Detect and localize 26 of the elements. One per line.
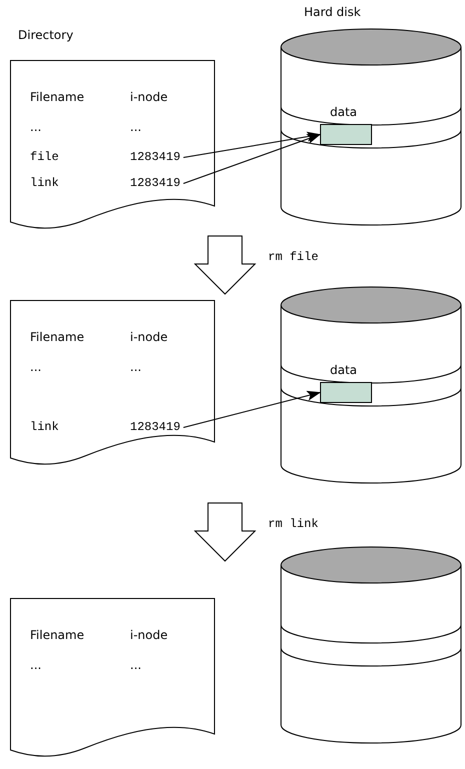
ellipsis: ...	[130, 360, 142, 375]
column-header: Filename	[30, 628, 84, 643]
inode-number: 1283419	[130, 420, 180, 435]
data-label: data	[330, 363, 358, 378]
filename: file	[30, 150, 59, 165]
filename: link	[30, 420, 59, 435]
inode-number: 1283419	[130, 176, 180, 191]
ellipsis: ...	[30, 120, 42, 135]
column-header: i-node	[130, 628, 168, 643]
heading: Hard disk	[304, 5, 361, 20]
arrow	[182, 390, 321, 428]
data-label: data	[330, 105, 358, 120]
hollow-arrow	[194, 502, 256, 562]
heading: Directory	[18, 28, 74, 43]
hollow-arrow	[194, 236, 256, 295]
column-header: i-node	[130, 90, 168, 105]
ellipsis: ...	[130, 658, 142, 673]
ellipsis: ...	[130, 120, 142, 135]
ellipsis: ...	[30, 360, 42, 375]
ellipsis: ...	[30, 658, 42, 673]
column-header: i-node	[130, 330, 168, 345]
filename: link	[30, 176, 59, 191]
column-header: Filename	[30, 90, 84, 105]
arrow	[182, 134, 321, 184]
inode-number: 1283419	[130, 150, 180, 165]
column-header: Filename	[30, 330, 84, 345]
